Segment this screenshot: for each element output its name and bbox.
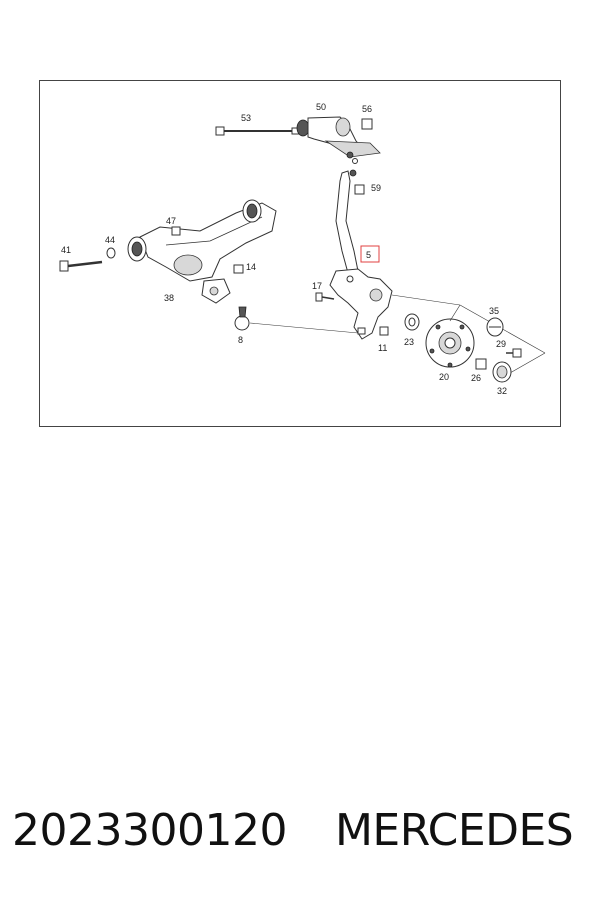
part-32-cap [492, 361, 512, 383]
label-8: 8 [238, 335, 243, 345]
parts-diagram: 53 50 56 59 47 41 44 14 5 17 38 8 11 35 … [39, 80, 561, 427]
label-5: 5 [366, 250, 371, 260]
label-50: 50 [316, 102, 326, 112]
part-11-nut [379, 326, 389, 336]
label-44: 44 [105, 235, 115, 245]
label-32: 32 [497, 386, 507, 396]
label-47: 47 [166, 216, 176, 226]
part-41-bolt [59, 260, 103, 272]
label-41: 41 [61, 245, 71, 255]
label-38: 38 [164, 293, 174, 303]
brand-name: MERCEDES [334, 804, 574, 856]
label-53: 53 [241, 113, 251, 123]
part-47-bolt [171, 226, 181, 236]
part-14-nut [233, 264, 244, 274]
part-44-washer [106, 247, 116, 259]
label-59: 59 [371, 183, 381, 193]
label-20: 20 [439, 372, 449, 382]
part-29-bolt [506, 348, 522, 358]
label-56: 56 [362, 104, 372, 114]
part-labels: 53 50 56 59 47 41 44 14 5 17 38 8 11 35 … [61, 102, 507, 396]
part-56-nut [361, 118, 373, 130]
part-5-highlight-box [360, 245, 380, 263]
part-59-nut [354, 184, 365, 195]
label-14: 14 [246, 262, 256, 272]
suspension-exploded-view: 53 50 56 59 47 41 44 14 5 17 38 8 11 35 … [59, 102, 546, 396]
part-23-seal [404, 313, 420, 331]
part-53-bolt [215, 126, 301, 136]
product-caption: 2023300120 MERCEDES [12, 800, 592, 860]
part-8-ball-joint [234, 306, 359, 334]
part-50-bushing [296, 116, 381, 164]
label-29: 29 [496, 339, 506, 349]
part-35-cap [486, 317, 504, 337]
part-17-bolt [315, 292, 335, 302]
part-number: 2023300120 [12, 804, 287, 856]
part-5-steering-knuckle [329, 268, 393, 340]
part-20-hub [425, 318, 475, 368]
label-26: 26 [471, 373, 481, 383]
label-17: 17 [312, 281, 322, 291]
lower-control-arm [127, 199, 277, 304]
label-35: 35 [489, 306, 499, 316]
label-23: 23 [404, 337, 414, 347]
part-26-nut [475, 358, 487, 370]
label-11: 11 [378, 343, 387, 353]
